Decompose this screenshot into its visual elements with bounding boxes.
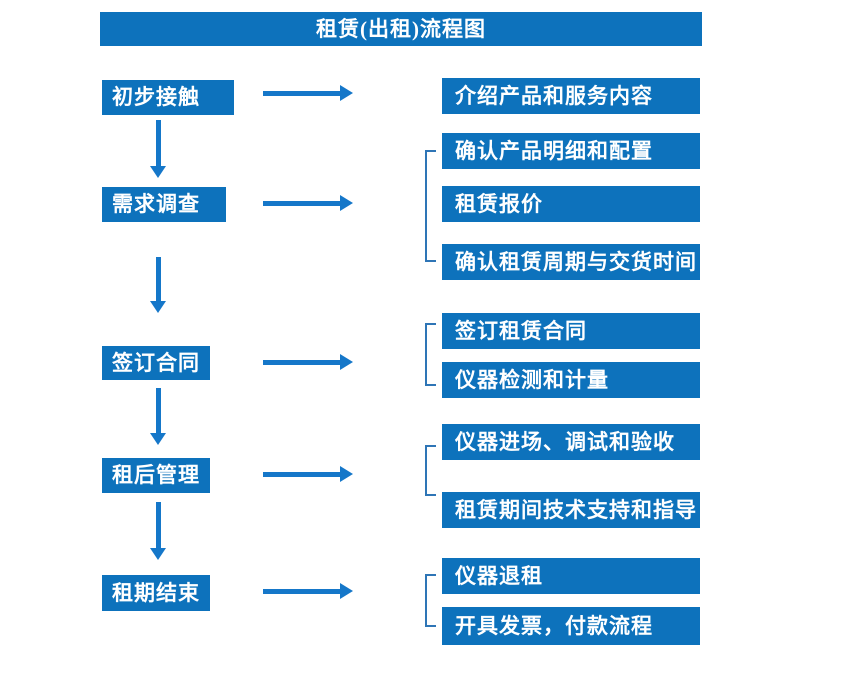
- step-box-rental-end: 租期结束: [102, 575, 210, 611]
- arrow-right-icon-step3-details: [263, 354, 353, 370]
- detail-box-confirm-product-details: 确认产品明细和配置: [442, 133, 700, 169]
- arrow-right-icon-step5-details: [263, 583, 353, 599]
- step-box-post-rental-management: 租后管理: [102, 458, 210, 493]
- arrow-right-icon-step4-details: [263, 466, 353, 482]
- arrow-right-icon-step1-details: [263, 85, 353, 101]
- step-box-sign-contract: 签订合同: [102, 346, 210, 380]
- detail-box-introduce-product-services: 介绍产品和服务内容: [442, 78, 700, 114]
- group-bracket-rental-end: [425, 574, 436, 627]
- detail-box-rental-quote: 租赁报价: [442, 186, 700, 222]
- detail-box-invoice-payment: 开具发票，付款流程: [442, 607, 700, 645]
- detail-box-instrument-setup: 仪器进场、调试和验收: [442, 424, 700, 460]
- detail-box-instrument-return: 仪器退租: [442, 558, 700, 594]
- arrow-down-icon-step3-to-step4: [150, 388, 166, 445]
- group-bracket-sign-contract: [425, 323, 436, 386]
- detail-box-instrument-testing: 仪器检测和计量: [442, 362, 700, 398]
- group-bracket-demand-survey: [425, 150, 436, 262]
- arrow-down-icon-step4-to-step5: [150, 502, 166, 560]
- detail-box-confirm-rental-period: 确认租赁周期与交货时间: [442, 244, 700, 280]
- group-bracket-post-rental: [425, 445, 436, 496]
- step-box-demand-survey: 需求调查: [102, 187, 226, 222]
- page-title: 租赁(出租)流程图: [100, 12, 702, 46]
- arrow-right-icon-step2-details: [263, 195, 353, 211]
- detail-box-sign-rental-contract: 签订租赁合同: [442, 313, 700, 349]
- arrow-down-icon-step2-to-step3: [150, 257, 166, 313]
- arrow-down-icon-step1-to-step2: [150, 120, 166, 178]
- step-box-initial-contact: 初步接触: [102, 80, 234, 115]
- detail-box-tech-support: 租赁期间技术支持和指导: [442, 492, 700, 528]
